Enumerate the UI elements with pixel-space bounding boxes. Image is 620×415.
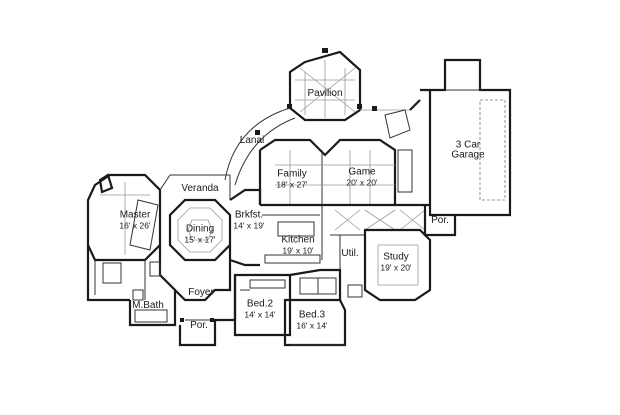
room-name: Pavilion	[307, 87, 343, 99]
room-label-dining: Dining 15' x 17'	[184, 224, 215, 243]
room-name: Game	[348, 166, 376, 178]
room-name: Veranda	[181, 182, 219, 194]
room-dimensions: 18' x 27'	[276, 178, 308, 189]
room-name: Bed.3	[298, 309, 326, 321]
house-walls	[86, 58, 512, 347]
room-dimensions: 14' x 19'	[233, 219, 265, 230]
room-label-bed-3: Bed.3 16' x 14'	[296, 310, 327, 329]
room-name: Por.	[431, 214, 449, 226]
room-dimensions: 19' x 10'	[282, 244, 314, 255]
room-label-foyer: Foyer	[188, 286, 214, 299]
room-label-family: Family 18' x 27'	[276, 169, 307, 188]
room-label-porch-front: Por.	[190, 319, 208, 332]
room-label-veranda: Veranda	[181, 182, 219, 195]
room-dimensions: 16' x 14'	[296, 319, 328, 330]
room-label-porch-east: Por.	[431, 214, 449, 227]
room-name: Master	[119, 209, 151, 221]
room-dimensions: 16' x 26'	[119, 219, 151, 230]
room-label-kitchen: Kitchen 19' x 10'	[281, 235, 314, 254]
room-name: Util.	[341, 247, 359, 259]
room-label-master: Master 16' x 26'	[119, 210, 150, 229]
lanai-outline	[224, 106, 411, 186]
pavilion-outline	[287, 48, 362, 122]
room-name: M.Bath	[132, 299, 164, 311]
room-name: Study	[383, 251, 409, 263]
room-name: Foyer	[188, 286, 214, 298]
room-name: Bed.2	[246, 298, 274, 310]
room-label-garage: 3 Car Garage	[451, 124, 484, 179]
room-dimensions: 14' x 14'	[244, 308, 276, 319]
room-name: Lanai	[239, 134, 265, 146]
room-label-pavilion: Pavilion	[307, 87, 343, 100]
room-name: 3 Car Garage	[451, 139, 485, 161]
room-label-utility: Util.	[341, 247, 359, 260]
room-dimensions: 15' x 17'	[184, 233, 216, 244]
room-name: Brkfst.	[234, 209, 264, 221]
room-label-master-bath: M.Bath	[132, 299, 164, 312]
room-dimensions: 19' x 20'	[380, 261, 412, 272]
room-name: Dining	[185, 223, 215, 235]
room-label-game: Game 20' x 20'	[346, 167, 377, 186]
room-name: Por.	[190, 319, 208, 331]
room-name: Family	[277, 168, 307, 180]
room-label-study: Study 19' x 20'	[380, 252, 411, 271]
room-label-breakfast: Brkfst. 14' x 19'	[233, 210, 264, 229]
room-name: Kitchen	[281, 234, 315, 246]
room-label-bed-2: Bed.2 14' x 14'	[244, 299, 275, 318]
room-dimensions: 20' x 20'	[346, 176, 378, 187]
room-label-lanai: Lanai	[239, 134, 265, 147]
